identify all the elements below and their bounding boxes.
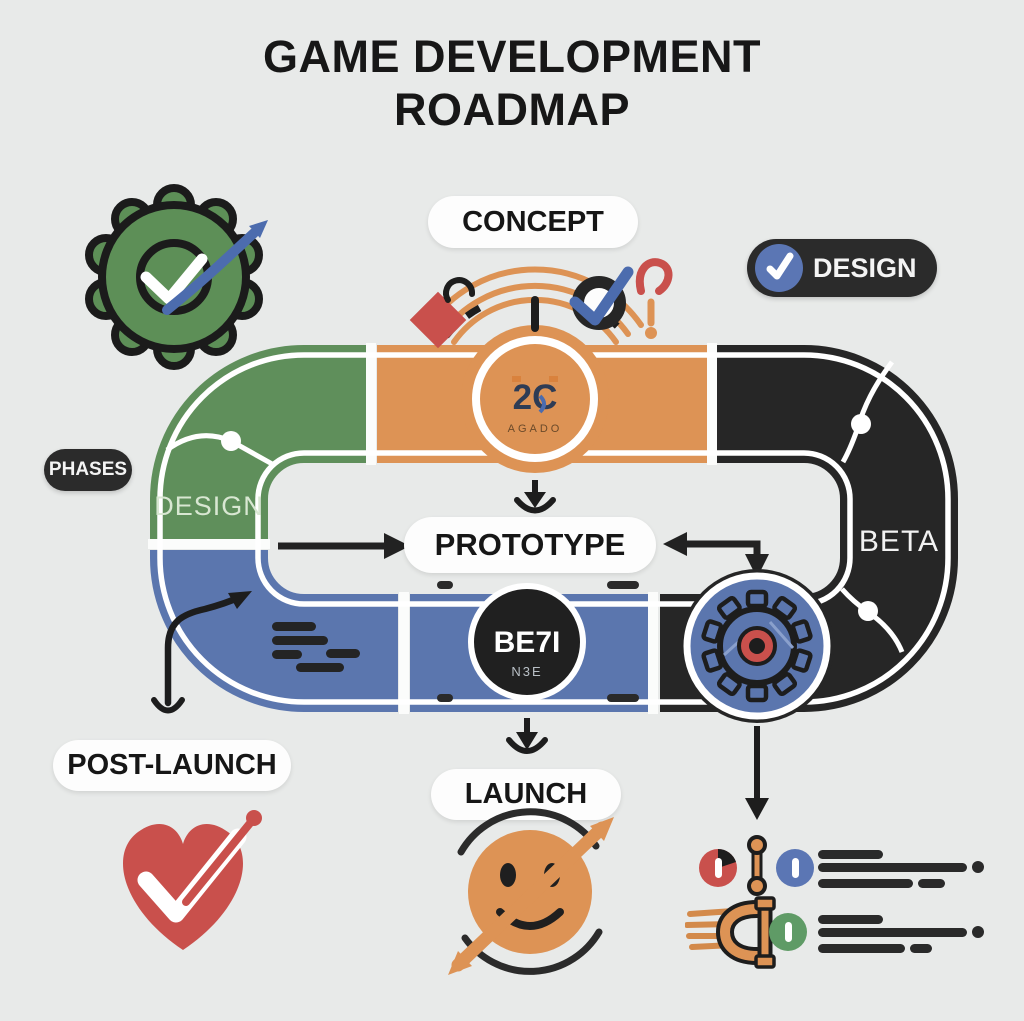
design-check-circle [755,244,803,292]
beta-segment-label: BETA [859,525,939,558]
hub-logo-name: AGADO [508,423,563,435]
heart-check-icon [123,810,262,950]
segment-beta [660,345,958,712]
gear-check-icon [85,184,268,370]
check-icon [766,252,794,280]
arrow-beta-to-prototype [663,532,769,578]
page-title: GAME DEVELOPMENT ROADMAP [0,30,1024,136]
gear-icon [701,589,813,703]
segment-design [150,345,372,539]
speed-icon [685,896,776,969]
arrow-hub-to-prototype [514,480,556,514]
page-title-line2: ROADMAP [394,84,630,136]
check-mark [140,253,208,305]
legend-row-milestones [699,835,984,896]
beta-build-node: BE7I N3E [468,583,586,701]
design-pill-label: DESIGN [813,252,917,283]
post-launch-pill: POST-LAUNCH [53,740,291,791]
connector-icon [747,835,767,896]
beta-node-path-bottom [840,587,905,653]
beta-node-path-top [840,360,895,464]
hub-logo-mark: 2C [513,378,558,417]
legend-text-lines [818,915,984,953]
concept-hub-node: 2C AGADO [461,325,609,473]
launch-pill-label: LAUNCH [464,778,588,810]
growth-swoosh [162,228,259,315]
prototype-pill-label: PROTOTYPE [434,527,626,562]
design-node-path [165,431,276,468]
concept-pill-label: CONCEPT [462,205,604,238]
design-segment-label: DESIGN [154,491,264,521]
rotation-arcs [457,808,603,975]
notes-scribble [272,622,360,672]
beta-node-mark: BE7I [494,626,561,659]
segment-dividers [148,343,717,714]
arrow-beta-to-launch [506,718,548,754]
arrow-postlaunch-curve [151,591,252,714]
legend [685,835,984,969]
smiley-launch-icon [448,808,614,975]
launch-arrow [448,817,614,975]
post-launch-pill-label: POST-LAUNCH [67,749,277,781]
arrow-gear-to-legend [745,726,769,820]
beta-node-sub: N3E [511,664,542,679]
tick-marks [437,581,639,702]
phases-pill-label: PHASES [48,459,128,480]
question-mark-icon [635,258,673,339]
build-gear-node [680,569,834,723]
concept-pill: CONCEPT [428,196,638,248]
approved-check-icon [569,266,634,330]
page-title-line1: GAME DEVELOPMENT [262,31,762,82]
phases-pill: PHASES [44,449,132,491]
design-pill: DESIGN [747,239,937,297]
arrow-design-to-prototype [278,533,410,559]
prototype-pill: PROTOTYPE [404,517,656,573]
legend-text-lines [818,850,984,888]
legend-row-speed [685,896,984,969]
